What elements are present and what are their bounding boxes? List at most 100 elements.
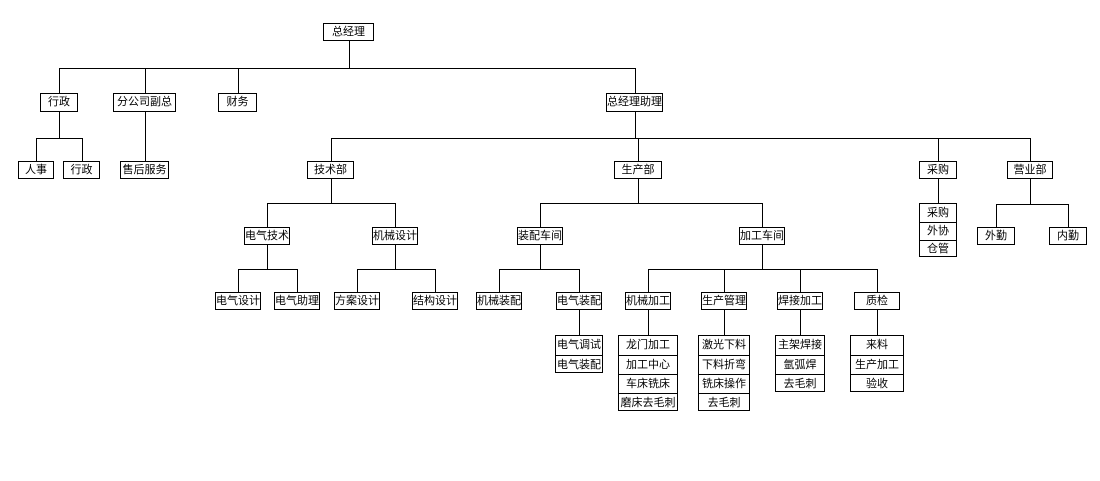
org-node-production-management: 生产管理	[701, 292, 747, 310]
connector-line	[724, 310, 725, 322]
org-node-machining-list-row-3: 磨床去毛刺	[619, 393, 677, 412]
org-node-tech-dept: 技术部	[307, 161, 354, 179]
org-node-quality-inspection-list-row-1: 生产加工	[851, 355, 903, 374]
org-node-production-management-list-row-0: 激光下料	[702, 339, 746, 351]
connector-line	[348, 41, 350, 68]
connector-line	[267, 203, 396, 204]
org-node-electrical-tech: 电气技术	[244, 227, 290, 245]
connector-line	[638, 138, 639, 161]
connector-line	[1030, 179, 1031, 204]
org-node-purchasing-list-row-0: 采购	[927, 206, 949, 219]
connector-line	[724, 322, 725, 335]
connector-line	[648, 269, 649, 292]
org-node-purchasing: 采购	[919, 161, 957, 179]
org-node-quality-inspection-list-row-2: 验收	[851, 374, 903, 393]
connector-line	[800, 322, 801, 335]
org-node-purchasing-list-row-2: 仓管	[920, 240, 956, 258]
connector-line	[540, 245, 541, 269]
connector-line	[395, 203, 396, 227]
org-node-machining-list-row-0: 龙门加工	[626, 339, 670, 351]
org-stack-purchasing-list: 采购外协仓管	[919, 203, 957, 257]
org-node-purchasing-list-row-1: 外协	[920, 222, 956, 240]
connector-line	[996, 204, 997, 227]
org-node-after-sales: 售后服务	[120, 161, 169, 179]
connector-line	[579, 322, 580, 335]
connector-line	[297, 269, 298, 292]
org-node-electrical-assembly: 电气装配	[556, 292, 602, 310]
org-node-welding-list-row-1: 氩弧焊	[776, 355, 824, 374]
connector-line	[59, 68, 636, 69]
connector-line	[59, 68, 60, 93]
org-node-machining: 机械加工	[625, 292, 671, 310]
connector-line	[638, 179, 639, 203]
org-stack-machining-list: 龙门加工加工中心车床铣床磨床去毛刺	[618, 335, 678, 411]
connector-line	[648, 310, 649, 322]
org-node-electrical-design: 电气设计	[215, 292, 261, 310]
org-node-production-management-list-row-2: 铣床操作	[699, 374, 749, 393]
connector-line	[81, 138, 83, 161]
connector-line	[144, 138, 146, 161]
org-node-electrical-assistant: 电气助理	[274, 292, 320, 310]
org-node-production-management-list-row-3: 去毛刺	[699, 393, 749, 412]
connector-line	[648, 269, 878, 270]
connector-line	[237, 68, 239, 93]
org-node-branch-vice-president: 分公司副总	[113, 93, 176, 112]
connector-line	[1030, 138, 1031, 161]
org-node-welding-list-row-2: 去毛刺	[776, 374, 824, 393]
org-node-admin-dept: 行政	[40, 93, 78, 112]
connector-line	[800, 310, 801, 322]
connector-line	[330, 179, 332, 203]
org-node-electrical-assembly-list-row-0: 电气调试	[557, 339, 601, 351]
connector-line	[648, 322, 649, 335]
org-node-general-manager: 总经理	[323, 23, 374, 41]
connector-line	[330, 138, 1031, 139]
connector-line	[634, 68, 636, 93]
org-node-machining-workshop: 加工车间	[739, 227, 785, 245]
org-node-assembly-workshop: 装配车间	[517, 227, 563, 245]
connector-line	[634, 112, 636, 138]
connector-line	[938, 138, 939, 161]
connector-line	[877, 310, 878, 322]
org-node-machining-list-row-1: 加工中心	[619, 355, 677, 374]
org-node-welding-list-row-0: 主架焊接	[778, 339, 822, 351]
connector-line	[36, 138, 37, 161]
connector-line	[357, 269, 436, 270]
org-node-mechanical-assembly: 机械装配	[476, 292, 522, 310]
org-node-solution-design: 方案设计	[334, 292, 380, 310]
connector-line	[238, 269, 298, 270]
org-node-field-staff: 外勤	[977, 227, 1015, 245]
connector-line	[724, 269, 725, 292]
connector-line	[996, 204, 1069, 205]
connector-line	[540, 203, 541, 227]
connector-line	[144, 68, 146, 93]
org-stack-welding-list: 主架焊接氩弧焊去毛刺	[775, 335, 825, 392]
org-node-production-dept: 生产部	[614, 161, 662, 179]
connector-line	[238, 269, 239, 292]
connector-line	[579, 269, 580, 292]
org-stack-electrical-assembly-list: 电气调试电气装配	[555, 335, 603, 373]
connector-line	[877, 322, 878, 335]
org-stack-quality-inspection-list: 来料生产加工验收	[850, 335, 904, 392]
connector-line	[357, 269, 358, 292]
org-node-hr: 人事	[18, 161, 54, 179]
connector-line	[762, 245, 763, 269]
org-node-quality-inspection-list-row-0: 来料	[866, 339, 888, 351]
connector-line	[938, 192, 939, 203]
org-node-welding: 焊接加工	[777, 292, 823, 310]
connector-line	[1068, 204, 1069, 227]
org-node-sales-dept: 营业部	[1007, 161, 1053, 179]
connector-line	[267, 203, 268, 227]
connector-line	[36, 138, 83, 139]
connector-line	[499, 269, 500, 292]
connector-line	[540, 203, 763, 204]
connector-line	[938, 179, 939, 192]
connector-line	[330, 138, 332, 161]
org-node-structure-design: 结构设计	[412, 292, 458, 310]
connector-line	[800, 269, 801, 292]
org-stack-production-management-list: 激光下料下料折弯铣床操作去毛刺	[698, 335, 750, 411]
org-node-finance: 财务	[218, 93, 257, 112]
connector-line	[395, 245, 396, 269]
connector-line	[59, 112, 60, 138]
connector-line	[267, 245, 268, 269]
